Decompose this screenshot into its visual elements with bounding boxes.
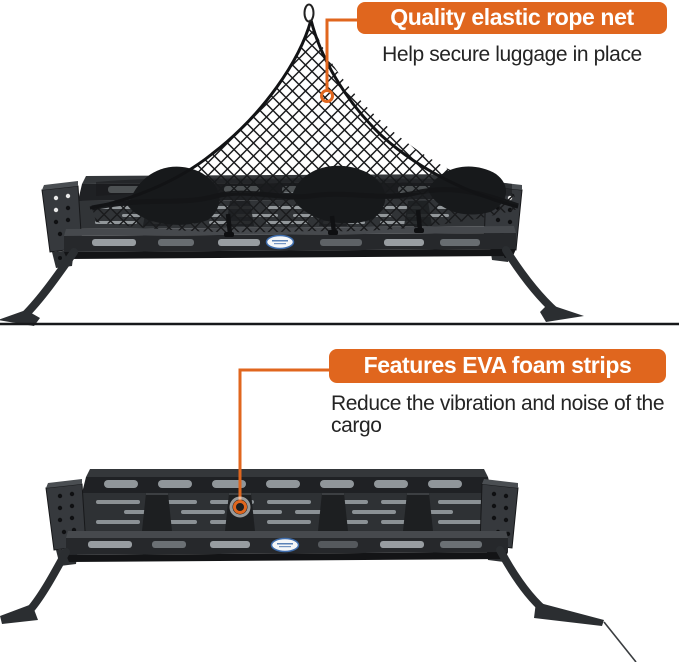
net-target-marker (320, 89, 334, 103)
net-callout-leader (320, 18, 358, 103)
net-tie-straps (225, 209, 423, 235)
bottom-legs (0, 546, 637, 662)
net-peak-loop (303, 3, 315, 23)
callout-description-net: Help secure luggage in place (382, 43, 642, 66)
brand-badge (270, 537, 300, 553)
eva-callout-leader (229, 368, 332, 518)
eva-target-marker (233, 500, 247, 514)
callout-title-net: Quality elastic rope net (357, 2, 667, 34)
top-legs (0, 246, 584, 326)
callout-description-eva: Reduce the vibration and noise of the ca… (331, 392, 665, 437)
bottom-front-rail (66, 531, 508, 562)
bottom-back-rail (82, 469, 492, 493)
bottom-deck (68, 493, 506, 531)
brand-badge (265, 234, 295, 250)
callout-title-eva: Features EVA foam strips (329, 349, 666, 383)
bottom-product-rack (0, 469, 637, 662)
elastic-rope-net (89, 3, 519, 237)
